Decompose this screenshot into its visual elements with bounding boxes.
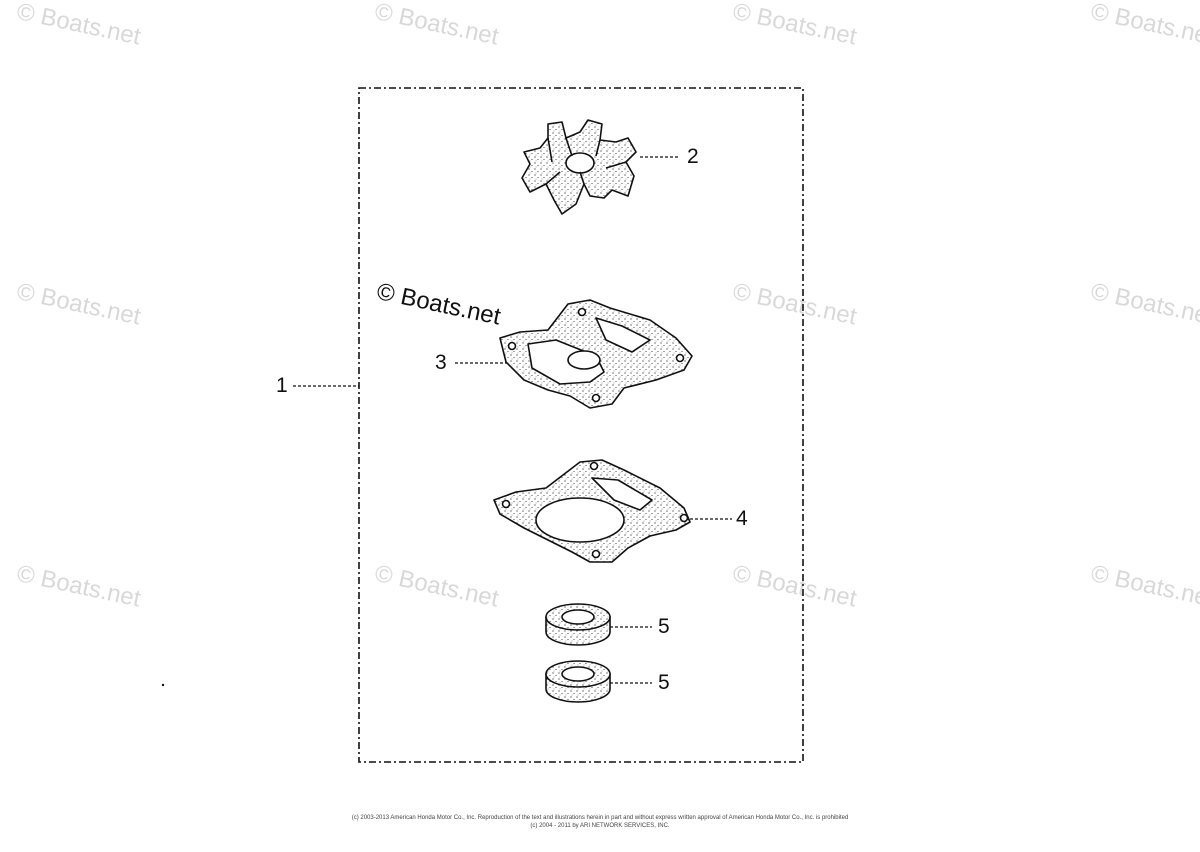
seal-part <box>545 603 611 646</box>
impeller-part <box>521 119 637 215</box>
stray-mark <box>161 683 165 687</box>
copyright-line: (c) 2003-2013 American Honda Motor Co., … <box>351 815 849 821</box>
seal-part <box>545 660 611 703</box>
callout-impeller: 2 <box>687 145 699 168</box>
gasket-part <box>493 459 691 563</box>
callout-plate: 3 <box>435 351 447 374</box>
callout-kit: 1 <box>276 374 288 397</box>
callout-seal-a: 5 <box>658 615 670 638</box>
callout-gasket: 4 <box>736 507 748 530</box>
plate-part <box>499 299 693 409</box>
kit-frame <box>358 87 804 763</box>
callout-seal-b: 5 <box>658 671 670 694</box>
copyright-line-2: (c) 2004 - 2011 by ARI NETWORK SERVICES,… <box>530 823 670 829</box>
